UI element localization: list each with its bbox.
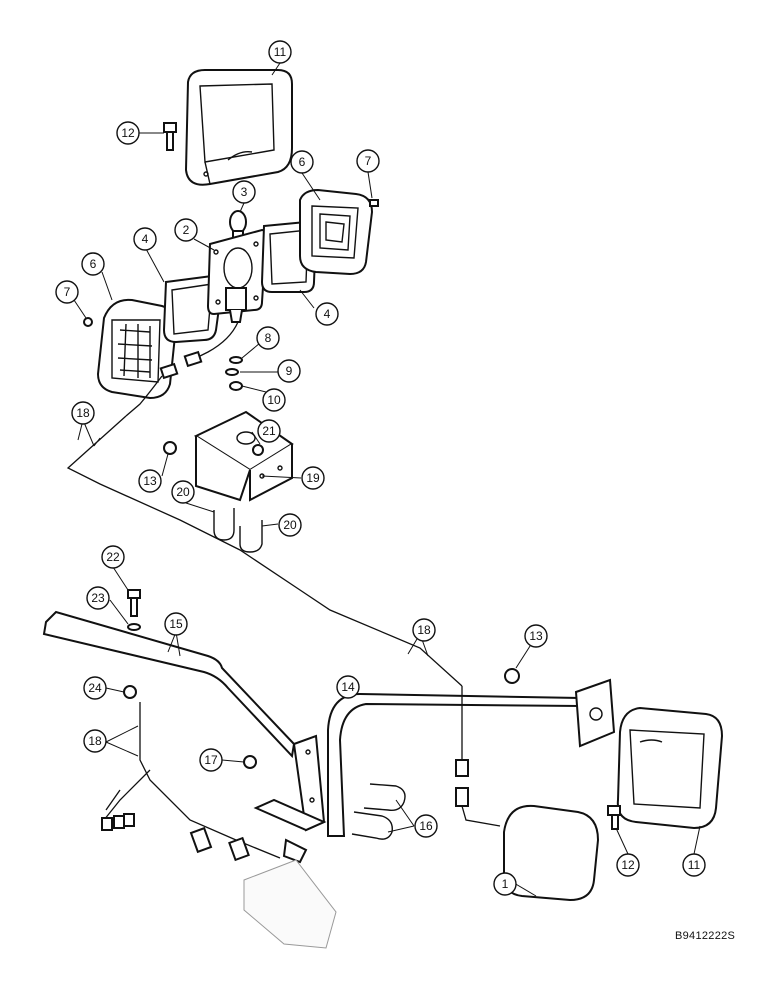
u-bolts-20 (213, 508, 263, 553)
callout-15: 15 (164, 612, 188, 636)
callout-11-top: 11 (268, 40, 292, 64)
svg-text:11: 11 (274, 45, 287, 59)
svg-text:20: 20 (283, 518, 297, 532)
callout-18-middle: 18 (412, 618, 436, 642)
harness-upper (66, 321, 463, 687)
screw-right (369, 199, 379, 207)
svg-text:10: 10 (267, 393, 281, 407)
bolt-top (163, 122, 177, 151)
svg-text:16: 16 (419, 819, 433, 833)
svg-text:18: 18 (76, 406, 90, 420)
leader-lines (73, 62, 701, 897)
lamp-housing-right (616, 706, 724, 830)
callout-3: 3 (232, 180, 256, 204)
svg-text:8: 8 (265, 331, 272, 345)
washers (225, 356, 243, 391)
callout-13-right: 13 (524, 624, 548, 648)
document-id: B9412222S (675, 930, 736, 942)
svg-text:17: 17 (204, 753, 218, 767)
nut-24 (123, 685, 137, 699)
bolt-22 (127, 589, 141, 617)
callout-9: 9 (277, 359, 301, 383)
callout-18-upper: 18 (71, 401, 95, 425)
callout-18-lower: 18 (83, 729, 107, 753)
callout-17: 17 (199, 748, 223, 772)
svg-text:9: 9 (286, 364, 293, 378)
callout-22: 22 (101, 545, 125, 569)
callout-8: 8 (256, 326, 280, 350)
svg-text:7: 7 (365, 154, 372, 168)
lamp-housing-top (184, 69, 293, 186)
svg-text:18: 18 (417, 623, 431, 637)
socket-plate (206, 228, 268, 323)
support-arm-15 (42, 610, 327, 832)
bolt-lower-right (607, 805, 621, 830)
callout-20-left: 20 (171, 480, 195, 504)
callout-4-right: 4 (315, 302, 339, 326)
mount-tube-14 (327, 678, 616, 837)
svg-text:4: 4 (324, 307, 331, 321)
screw-left (83, 317, 93, 327)
svg-text:6: 6 (90, 257, 97, 271)
lens-right (299, 188, 374, 276)
callout-12-lower: 12 (616, 853, 640, 877)
svg-text:2: 2 (183, 223, 190, 237)
callout-6-left: 6 (81, 252, 105, 276)
callout-23: 23 (86, 586, 110, 610)
svg-text:7: 7 (64, 285, 71, 299)
harness-right (455, 686, 501, 827)
svg-text:13: 13 (529, 629, 543, 643)
callout-20-right: 20 (278, 513, 302, 537)
svg-text:19: 19 (306, 471, 320, 485)
svg-text:14: 14 (341, 680, 355, 694)
callout-10: 10 (262, 388, 286, 412)
lens-left (96, 298, 178, 400)
svg-text:4: 4 (142, 232, 149, 246)
callout-12-top: 12 (116, 121, 140, 145)
callout-6-right: 6 (290, 150, 314, 174)
bracket-19 (193, 410, 294, 502)
svg-text:12: 12 (621, 858, 635, 872)
callout-24: 24 (83, 676, 107, 700)
svg-text:6: 6 (299, 155, 306, 169)
callouts: 11 12 6 7 3 2 4 6 7 4 8 9 10 18 21 13 19… (55, 40, 706, 896)
washer-23 (127, 623, 141, 631)
nut-21 (252, 444, 264, 456)
callout-11-lower: 11 (682, 853, 706, 877)
callout-21: 21 (257, 419, 281, 443)
svg-text:18: 18 (88, 734, 102, 748)
svg-text:20: 20 (176, 485, 190, 499)
svg-text:13: 13 (143, 474, 157, 488)
callout-19: 19 (301, 466, 325, 490)
harness-lower-left (101, 702, 308, 864)
callout-13-upper: 13 (138, 469, 162, 493)
callout-1: 1 (493, 872, 517, 896)
svg-text:24: 24 (88, 681, 102, 695)
callout-16: 16 (414, 814, 438, 838)
svg-text:3: 3 (241, 185, 248, 199)
u-bolts-16 (351, 783, 406, 840)
nut-17 (243, 755, 257, 769)
svg-text:21: 21 (262, 424, 276, 438)
nut-13-upper (163, 441, 177, 455)
callout-7-right: 7 (356, 149, 380, 173)
svg-text:11: 11 (688, 858, 701, 872)
svg-text:23: 23 (91, 591, 105, 605)
lower-lamp-ghost (243, 859, 337, 949)
svg-text:12: 12 (121, 126, 135, 140)
callout-2: 2 (174, 218, 198, 242)
callout-4-left: 4 (133, 227, 157, 251)
callout-7-left: 7 (55, 280, 79, 304)
nut-13-right (504, 668, 520, 684)
callout-14: 14 (336, 675, 360, 699)
svg-text:15: 15 (169, 617, 183, 631)
svg-text:1: 1 (502, 877, 509, 891)
svg-text:22: 22 (106, 550, 120, 564)
